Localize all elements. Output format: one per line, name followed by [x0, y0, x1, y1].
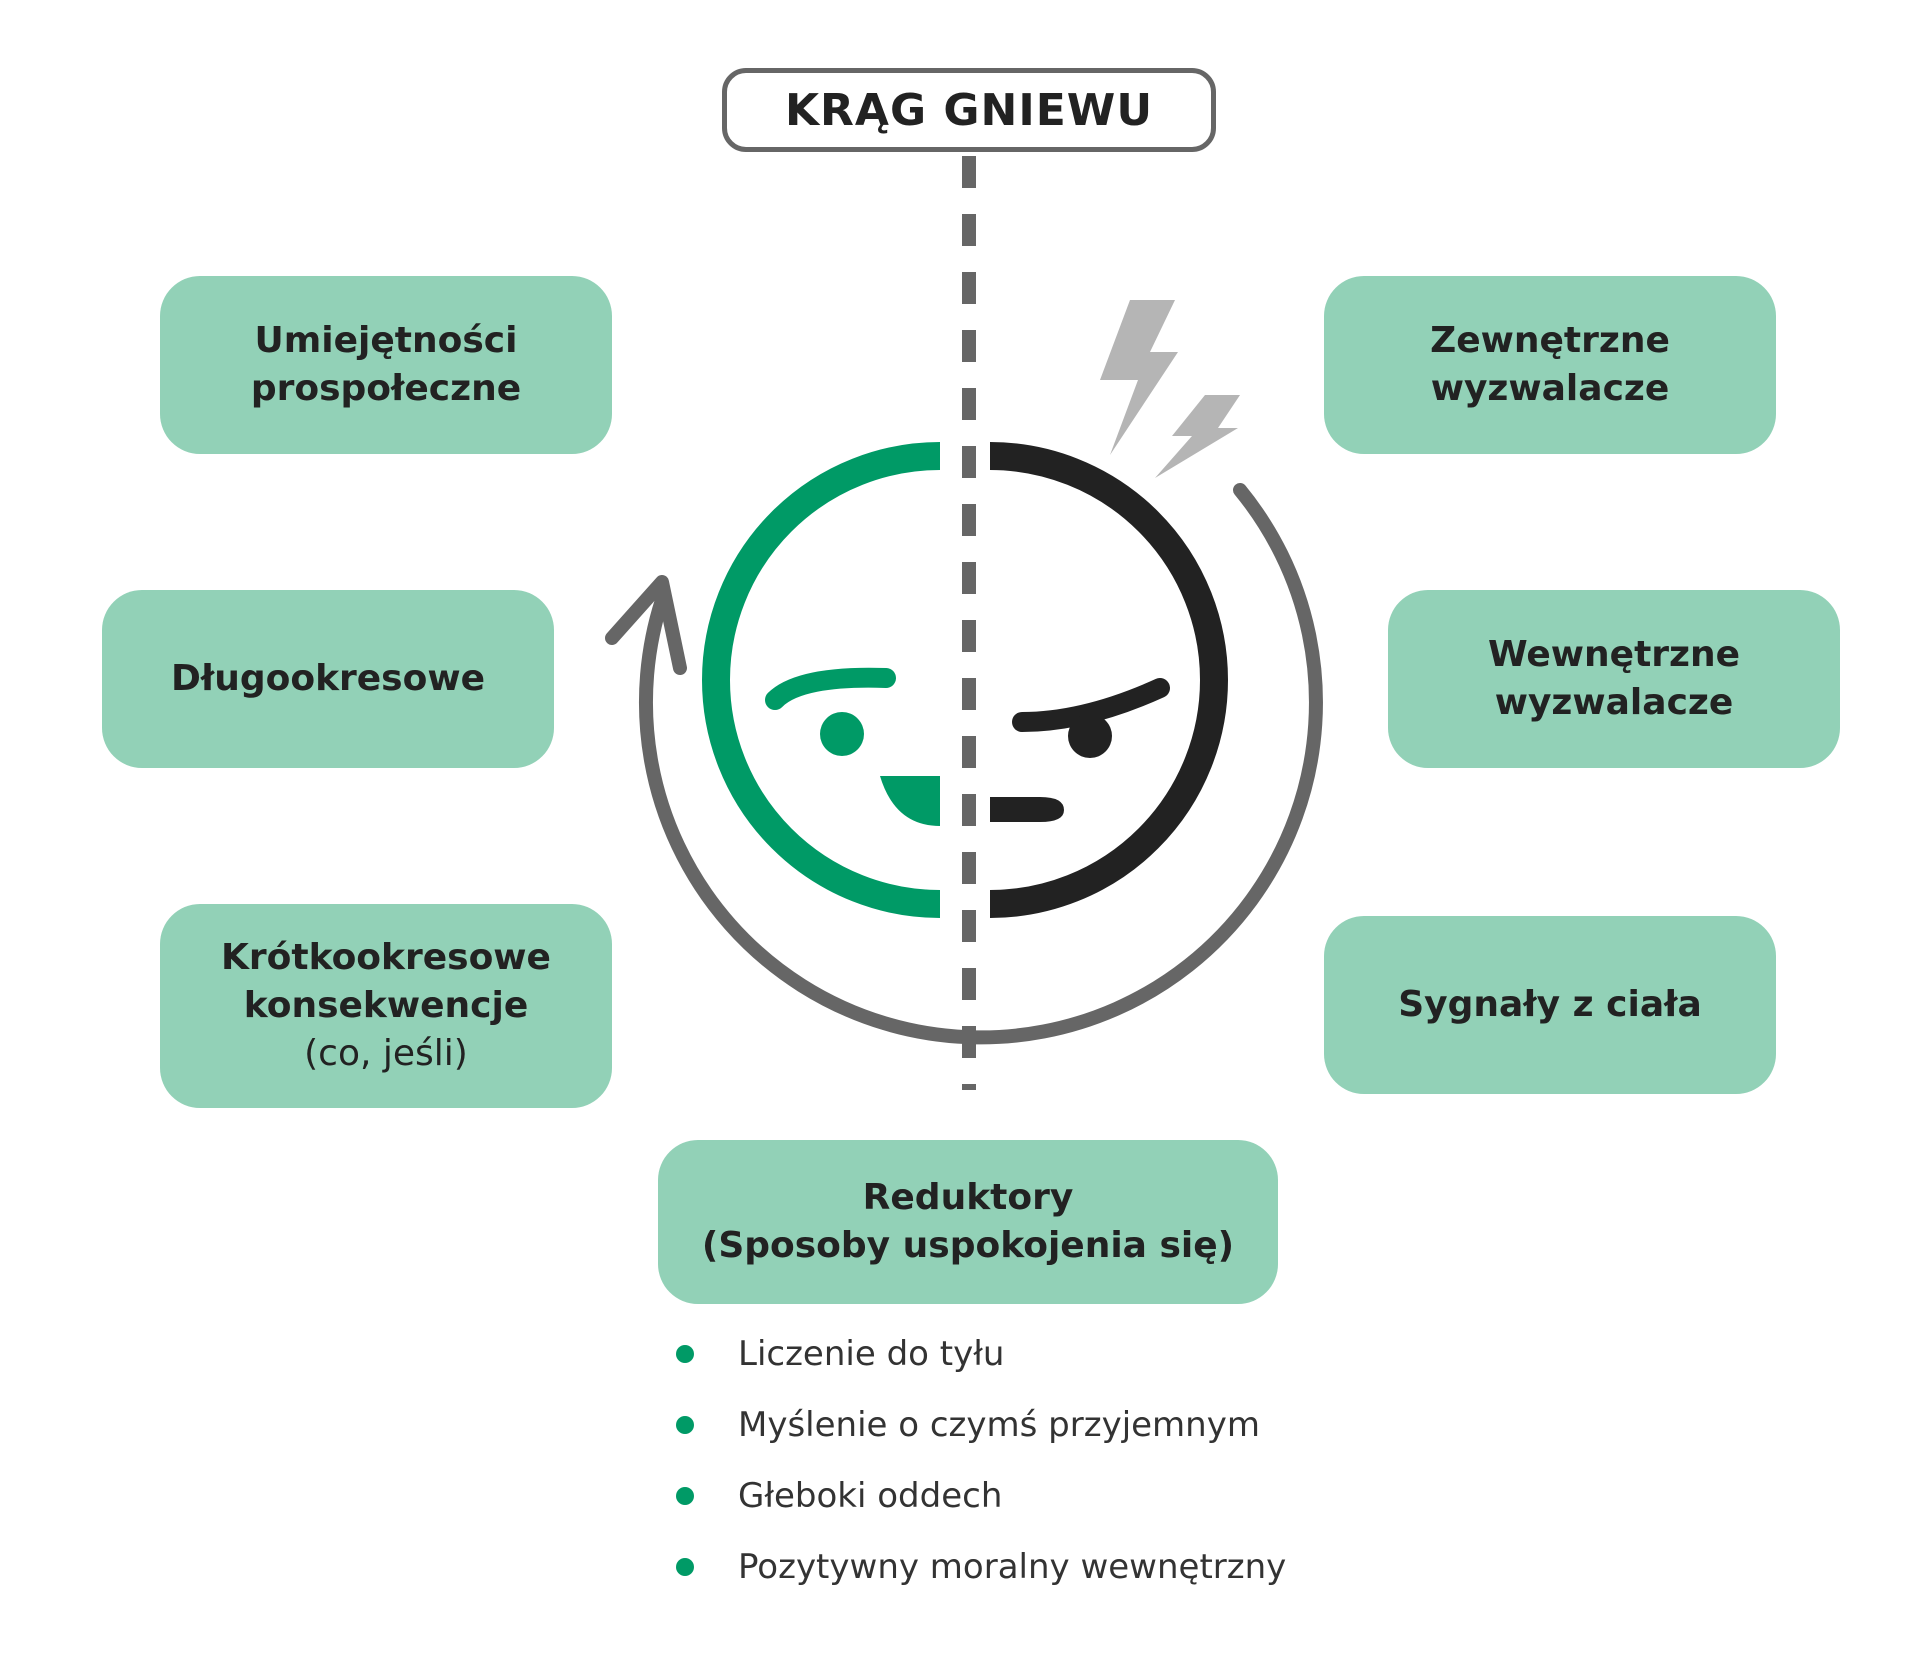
list-item-label: Głeboki oddech [738, 1475, 1003, 1516]
box-internal-triggers: Wewnętrzne wyzwalacze [1388, 590, 1840, 768]
half-calm-half-angry-face-icon [702, 442, 1228, 918]
reducers-title: Reduktory [862, 1177, 1074, 1218]
list-item-label: Pozytywny moralny wewnętrzny [738, 1546, 1287, 1587]
box-line: Krótkookresowe [221, 937, 551, 978]
box-line: prospołeczne [250, 368, 522, 409]
reducers-subtitle: (Sposoby uspokojenia się) [701, 1225, 1235, 1266]
box-line: wyzwalacze [1430, 368, 1670, 409]
list-item-label: Liczenie do tyłu [738, 1333, 1005, 1374]
box-line: konsekwencje [243, 985, 529, 1026]
list-item: Myślenie o czymś przyjemnym [668, 1389, 1368, 1460]
bullet-icon [676, 1344, 694, 1363]
box-line: Wewnętrzne [1487, 634, 1741, 675]
box-line: Sygnały z ciała [1398, 984, 1702, 1025]
diagram-title: KRĄG GNIEWU [722, 68, 1216, 152]
box-subline: (co, jeśli) [304, 1033, 468, 1074]
list-item-label: Myślenie o czymś przyjemnym [738, 1404, 1260, 1445]
box-line: Długookresowe [170, 658, 486, 699]
list-item: Głeboki oddech [668, 1460, 1368, 1531]
list-item: Pozytywny moralny wewnętrzny [668, 1531, 1368, 1602]
bullet-icon [676, 1486, 694, 1505]
box-external-triggers: Zewnętrzne wyzwalacze [1324, 276, 1776, 454]
list-item: Liczenie do tyłu [668, 1318, 1368, 1389]
cycle-arrow-icon [605, 483, 1323, 1045]
box-line: wyzwalacze [1494, 682, 1734, 723]
box-reducers: Reduktory (Sposoby uspokojenia się) [658, 1140, 1278, 1304]
box-short-term-consequences: Krótkookresowe konsekwencje (co, jeśli) [160, 904, 612, 1108]
box-long-term: Długookresowe [102, 590, 554, 768]
box-line: Umiejętności [254, 320, 518, 361]
box-body-signals: Sygnały z ciała [1324, 916, 1776, 1094]
reducers-list: Liczenie do tyłu Myślenie o czymś przyje… [668, 1318, 1368, 1602]
bullet-icon [676, 1557, 694, 1576]
box-line: Zewnętrzne [1430, 320, 1670, 361]
bullet-icon [676, 1415, 694, 1434]
box-prosocial-skills: Umiejętności prospołeczne [160, 276, 612, 454]
lightning-bolt-icon [1100, 300, 1240, 478]
